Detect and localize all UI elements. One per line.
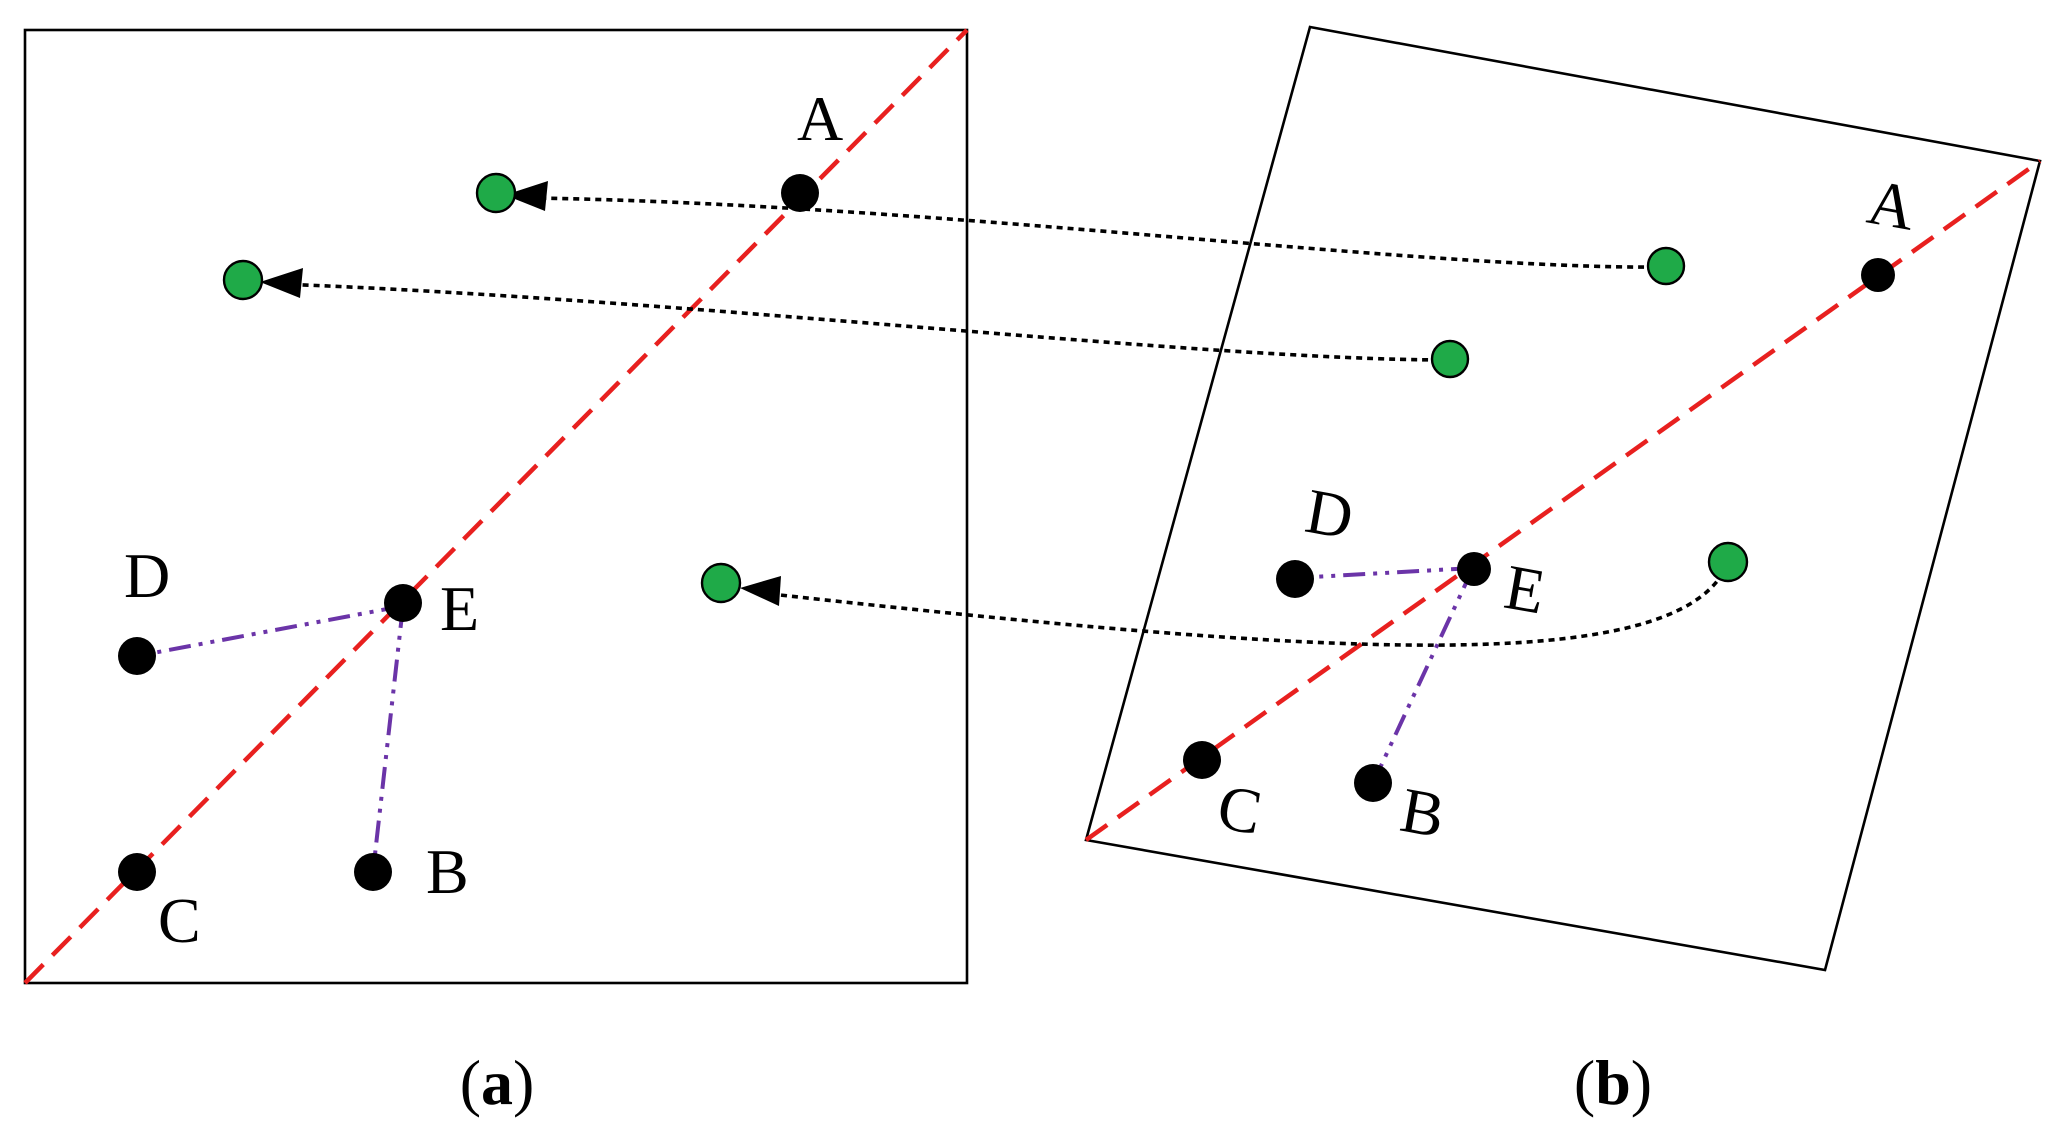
panel-a-point-b — [354, 853, 392, 891]
panel-b-label-e: E — [1500, 551, 1551, 628]
panel-b-label-c: C — [1213, 771, 1267, 848]
panel-a-point-a — [781, 174, 819, 212]
panel-a-spoke-e-d — [136, 604, 404, 658]
panel-b-point-c — [1183, 741, 1221, 779]
feature-b-3 — [1707, 541, 1749, 583]
panel-a-point-c — [118, 853, 156, 891]
feature-a-1 — [475, 172, 517, 214]
panel-b-reference-line — [1084, 159, 2042, 842]
panel-a-frame — [23, 28, 969, 985]
panel-a-spoke-e-b — [371, 605, 405, 873]
panel-b-point-d — [1276, 560, 1314, 598]
panel-b-spoke-e-d — [1294, 566, 1474, 580]
panel-b-caption: (b) — [1574, 1047, 1652, 1118]
panel-b-frame — [1084, 25, 2042, 972]
feature-a-2 — [222, 259, 264, 301]
panel-a-label-c: C — [158, 885, 201, 956]
track-3 — [761, 562, 1730, 647]
panel-a: A B C D E (a) — [23, 28, 969, 1118]
panel-a-label-b: B — [426, 836, 469, 907]
track-2-arrowhead — [260, 268, 303, 298]
track-3-arrowhead — [740, 576, 781, 606]
feature-a-3 — [700, 562, 742, 604]
panel-b-point-a — [1861, 258, 1895, 292]
panel-b: A B C D E (b) — [1084, 25, 2042, 1118]
feature-tracks — [222, 172, 1749, 647]
feature-b-1 — [1646, 246, 1686, 286]
panel-b-label-a: A — [1863, 166, 1921, 244]
track-2 — [279, 282, 1451, 362]
panel-a-point-e — [384, 584, 422, 622]
panel-b-label-d: D — [1301, 475, 1359, 553]
panel-b-point-e — [1457, 552, 1491, 586]
panel-a-point-d — [118, 637, 156, 675]
panel-b-point-b — [1354, 764, 1392, 802]
track-1 — [534, 196, 1667, 269]
feature-b-2 — [1430, 339, 1470, 379]
panel-b-spoke-e-b — [1371, 567, 1475, 784]
panel-a-caption: (a) — [460, 1047, 535, 1118]
panel-a-label-e: E — [440, 573, 479, 644]
panel-a-label-d: D — [124, 540, 170, 611]
panel-a-label-a: A — [797, 83, 843, 154]
panel-b-label-b: B — [1396, 774, 1450, 851]
track-1-arrowhead — [505, 181, 548, 211]
